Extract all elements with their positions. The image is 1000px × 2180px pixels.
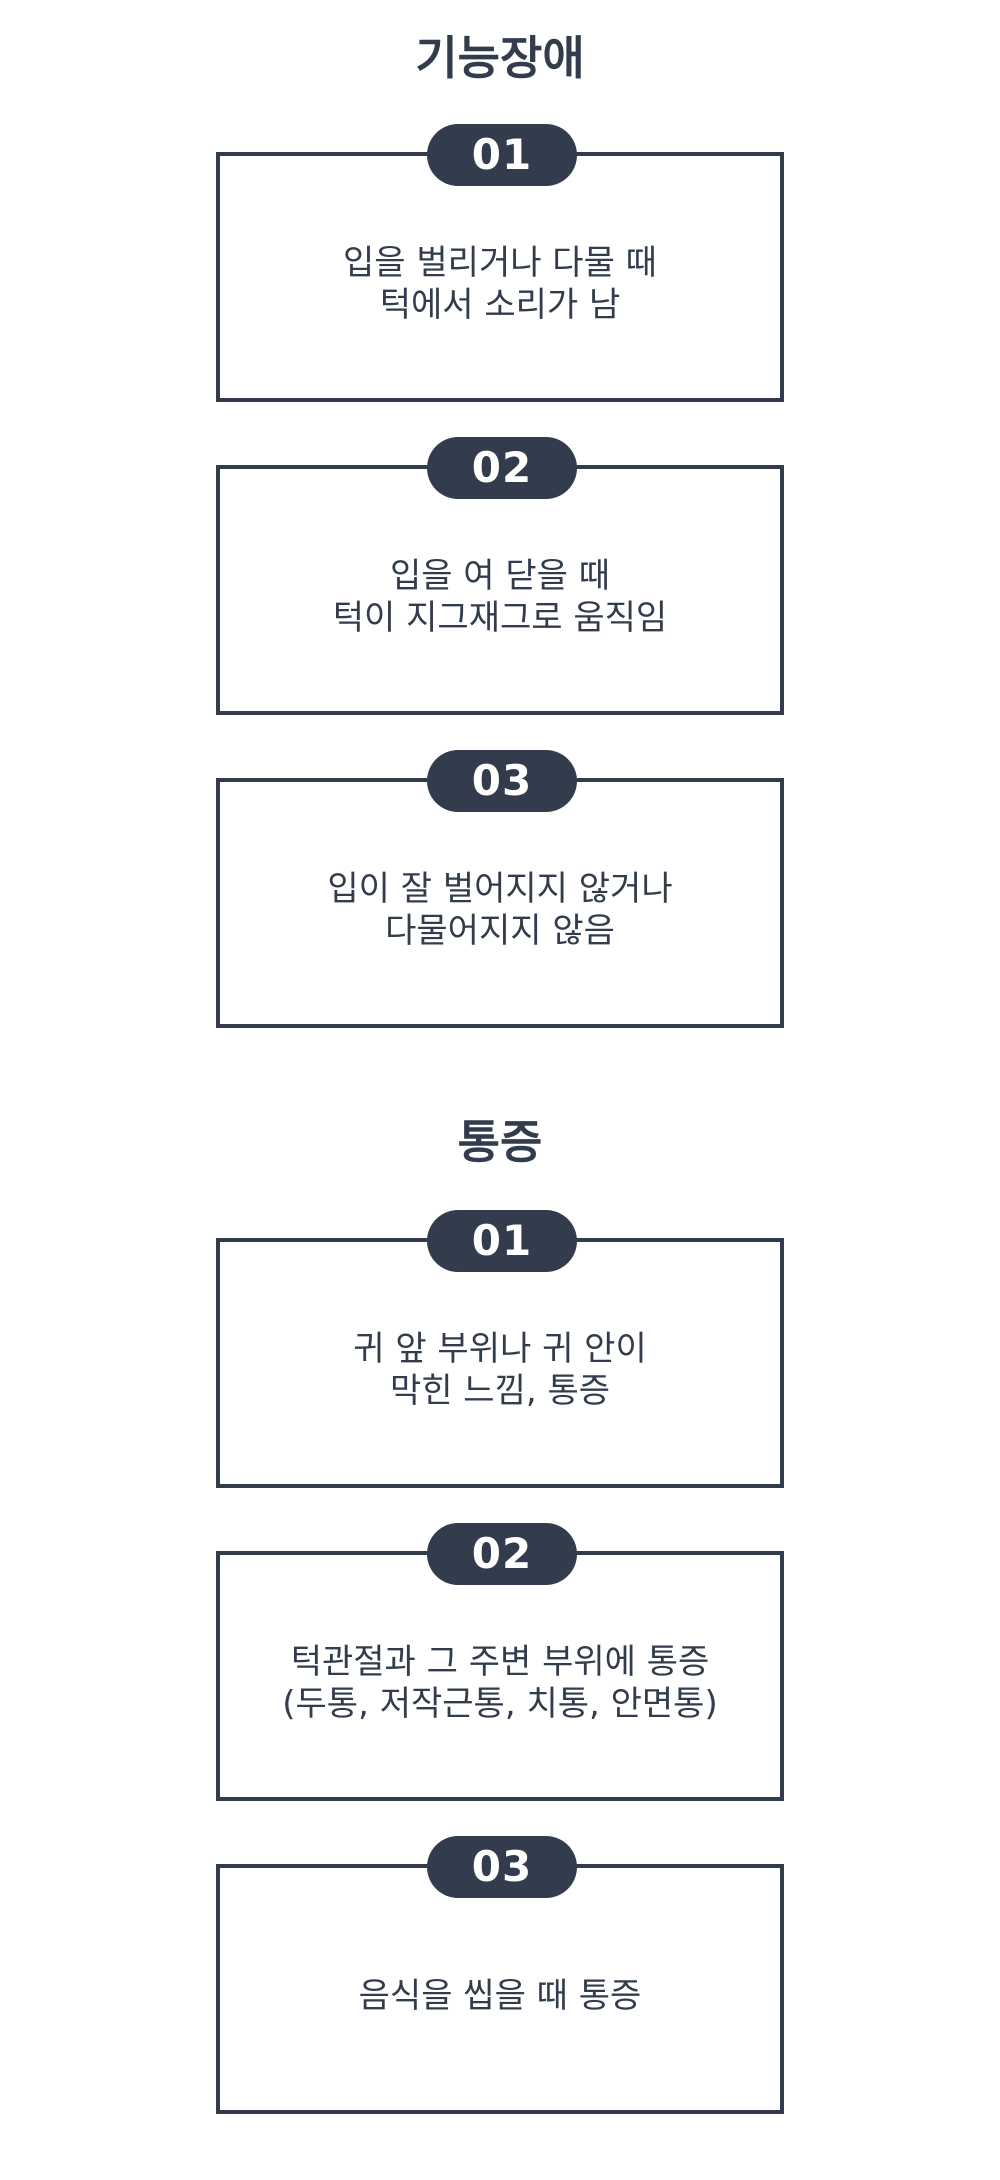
dysfunction-card-02: 02 입을 여 닫을 때 턱이 지그재그로 움직임 [216,437,784,715]
description-line: 입을 벌리거나 다물 때 [343,243,657,283]
number-badge: 01 [427,1210,577,1272]
card-description: 귀 앞 부위나 귀 안이 막힌 느낌, 통증 [220,1242,780,1484]
number-badge: 02 [427,437,577,499]
description-line: 입을 여 닫을 때 [389,556,611,596]
card-description: 입을 벌리거나 다물 때 턱에서 소리가 남 [220,156,780,398]
description-line: 입이 잘 벌어지지 않거나 [327,869,673,909]
pain-card-03: 03 음식을 씹을 때 통증 [216,1836,784,2114]
dysfunction-card-03: 03 입이 잘 벌어지지 않거나 다물어지지 않음 [216,750,784,1028]
description-line: 막힌 느낌, 통증 [389,1371,611,1411]
description-line: 다물어지지 않음 [385,911,615,951]
description-line: 음식을 씹을 때 통증 [358,1976,642,2016]
number-badge: 03 [427,1836,577,1898]
description-line: 턱관절과 그 주변 부위에 통증 [290,1642,710,1682]
number-badge: 02 [427,1523,577,1585]
pain-card-01: 01 귀 앞 부위나 귀 안이 막힌 느낌, 통증 [216,1210,784,1488]
dysfunction-card-01: 01 입을 벌리거나 다물 때 턱에서 소리가 남 [216,124,784,402]
number-badge: 03 [427,750,577,812]
pain-card-02: 02 턱관절과 그 주변 부위에 통증 (두통, 저작근통, 치통, 안면통) [216,1523,784,1801]
card-description: 음식을 씹을 때 통증 [220,1868,780,2110]
card-description: 입이 잘 벌어지지 않거나 다물어지지 않음 [220,782,780,1024]
number-badge: 01 [427,124,577,186]
section-title-pain: 통증 [457,1115,543,1169]
description-line: (두통, 저작근통, 치통, 안면통) [282,1684,718,1724]
description-line: 턱이 지그재그로 움직임 [332,598,668,638]
description-line: 턱에서 소리가 남 [379,285,621,325]
card-description: 입을 여 닫을 때 턱이 지그재그로 움직임 [220,469,780,711]
section-title-dysfunction: 기능장애 [415,31,585,85]
card-description: 턱관절과 그 주변 부위에 통증 (두통, 저작근통, 치통, 안면통) [220,1555,780,1797]
description-line: 귀 앞 부위나 귀 안이 [353,1329,647,1369]
